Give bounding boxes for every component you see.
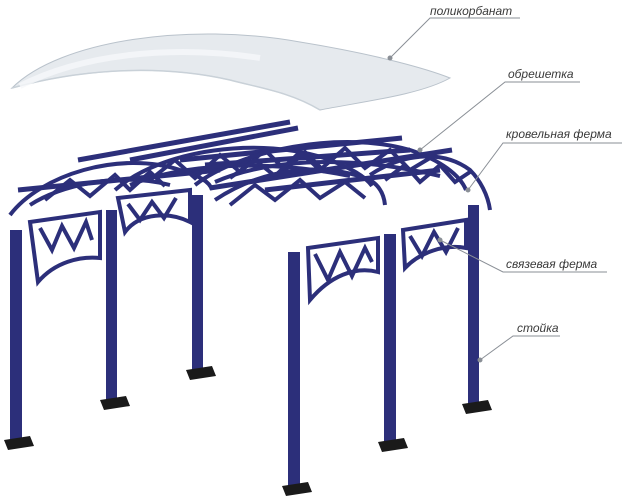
leader-polycarbonate <box>389 17 520 59</box>
leader-lathing <box>419 81 580 151</box>
roof-trusses <box>8 140 492 217</box>
leader-post <box>479 335 560 361</box>
post-front-center <box>282 252 312 496</box>
polycarbonate-sheet <box>10 33 452 111</box>
posts <box>4 195 492 496</box>
leader-tie-truss <box>439 239 607 273</box>
post-right-back <box>462 205 492 414</box>
label-roof-truss: кровельная ферма <box>506 127 612 141</box>
post-front-right <box>378 234 408 452</box>
label-post: стойка <box>517 321 559 335</box>
post-center-back <box>186 195 216 380</box>
label-tie-truss: связевая ферма <box>506 257 598 271</box>
label-polycarbonate: поликорбанат <box>430 4 513 18</box>
leader-lines <box>387 17 622 363</box>
tie-trusses <box>27 187 468 306</box>
post-front-left <box>4 230 34 450</box>
leader-roof-truss <box>467 142 622 191</box>
post-left-back <box>100 210 130 410</box>
label-lathing: обрешетка <box>508 67 574 81</box>
